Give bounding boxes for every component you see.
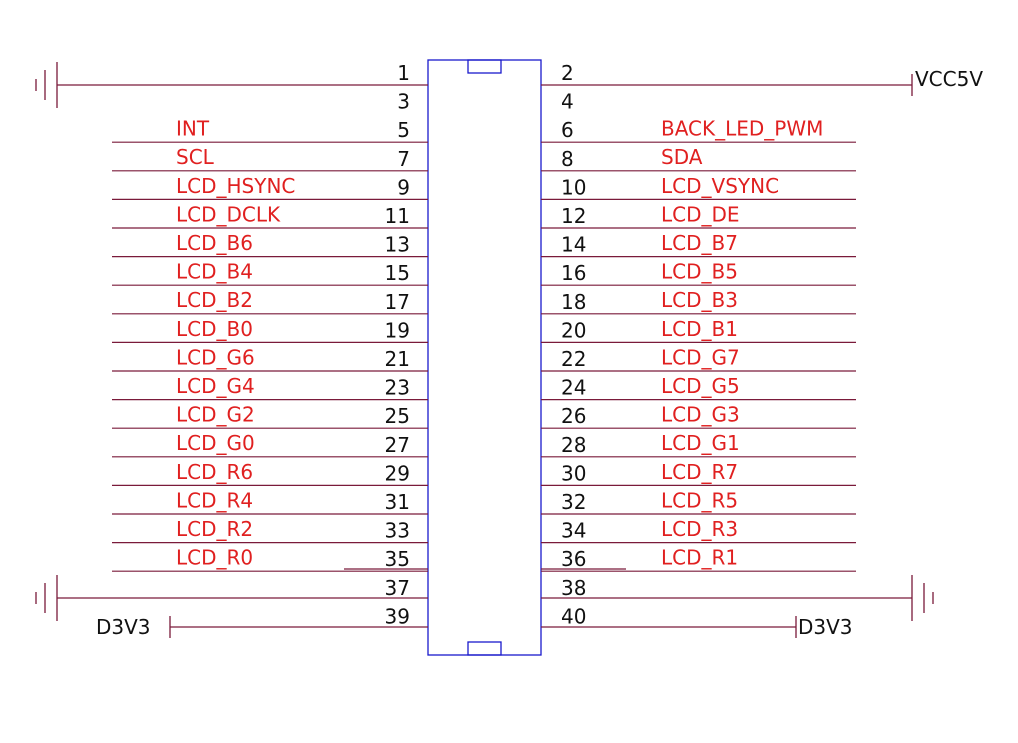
net-label-lcd-g5: LCD_G5 bbox=[661, 374, 740, 398]
net-label-lcd-g2: LCD_G2 bbox=[176, 403, 255, 427]
ground-icon bbox=[35, 62, 58, 108]
connector-bottom-notch bbox=[467, 641, 502, 656]
pin-number-18: 18 bbox=[561, 290, 586, 314]
net-label-lcd-r2: LCD_R2 bbox=[176, 517, 253, 541]
pin-number-3: 3 bbox=[397, 90, 410, 114]
net-label-int: INT bbox=[176, 117, 210, 141]
ground-icon bbox=[911, 575, 934, 621]
pin-number-37: 37 bbox=[385, 576, 410, 600]
net-label-lcd-dclk: LCD_DCLK bbox=[176, 202, 281, 226]
vcc5v-label: VCC5V bbox=[915, 67, 983, 91]
pin-number-20: 20 bbox=[561, 318, 586, 342]
net-label-lcd-g1: LCD_G1 bbox=[661, 431, 740, 455]
power-wiring bbox=[35, 62, 934, 638]
net-label-lcd-g0: LCD_G0 bbox=[176, 431, 255, 455]
net-label-lcd-r6: LCD_R6 bbox=[176, 460, 253, 484]
d3v3-right-label: D3V3 bbox=[798, 615, 853, 639]
net-label-back-led-pwm: BACK_LED_PWM bbox=[661, 117, 823, 141]
pin-number-22: 22 bbox=[561, 347, 586, 371]
net-label-sda: SDA bbox=[661, 145, 703, 169]
pin-number-24: 24 bbox=[561, 376, 586, 400]
pin-number-2: 2 bbox=[561, 61, 574, 85]
net-label-lcd-b4: LCD_B4 bbox=[176, 260, 253, 284]
net-label-lcd-b7: LCD_B7 bbox=[661, 231, 738, 255]
pin-number-15: 15 bbox=[385, 261, 410, 285]
ground-icon bbox=[35, 575, 58, 621]
d3v3-left-label: D3V3 bbox=[96, 615, 151, 639]
pin-number-40: 40 bbox=[561, 604, 586, 628]
net-label-lcd-vsync: LCD_VSYNC bbox=[661, 174, 779, 198]
pin-number-35: 35 bbox=[385, 547, 410, 571]
net-label-lcd-b1: LCD_B1 bbox=[661, 317, 738, 341]
net-label-scl: SCL bbox=[176, 145, 215, 169]
pin-number-29: 29 bbox=[385, 461, 410, 485]
connector-top-notch bbox=[467, 59, 502, 74]
pin-number-23: 23 bbox=[385, 376, 410, 400]
net-label-lcd-b5: LCD_B5 bbox=[661, 260, 738, 284]
net-label-lcd-b6: LCD_B6 bbox=[176, 231, 253, 255]
net-label-lcd-b2: LCD_B2 bbox=[176, 288, 253, 312]
pin-number-34: 34 bbox=[561, 519, 586, 543]
net-label-lcd-r4: LCD_R4 bbox=[176, 488, 253, 512]
net-label-lcd-g6: LCD_G6 bbox=[176, 345, 255, 369]
net-label-lcd-r1: LCD_R1 bbox=[661, 546, 738, 570]
connector-outline bbox=[427, 59, 542, 656]
pin-number-21: 21 bbox=[385, 347, 410, 371]
pin-number-30: 30 bbox=[561, 461, 586, 485]
pin-number-26: 26 bbox=[561, 404, 586, 428]
net-label-lcd-g3: LCD_G3 bbox=[661, 403, 740, 427]
net-label-lcd-b3: LCD_B3 bbox=[661, 288, 738, 312]
connector-body bbox=[427, 59, 542, 656]
pin-number-38: 38 bbox=[561, 576, 586, 600]
pin-number-7: 7 bbox=[397, 147, 410, 171]
pin-number-39: 39 bbox=[385, 604, 410, 628]
net-label-lcd-r5: LCD_R5 bbox=[661, 488, 738, 512]
net-label-lcd-g4: LCD_G4 bbox=[176, 374, 255, 398]
pin-number-25: 25 bbox=[385, 404, 410, 428]
net-label-lcd-r7: LCD_R7 bbox=[661, 460, 738, 484]
pin-number-5: 5 bbox=[397, 118, 410, 142]
pin-number-13: 13 bbox=[385, 233, 410, 257]
pin-number-36: 36 bbox=[561, 547, 586, 571]
pin-number-14: 14 bbox=[561, 233, 586, 257]
net-label-lcd-hsync: LCD_HSYNC bbox=[176, 174, 295, 198]
pin-number-16: 16 bbox=[561, 261, 586, 285]
pin-number-17: 17 bbox=[385, 290, 410, 314]
pin-number-28: 28 bbox=[561, 433, 586, 457]
pin-number-12: 12 bbox=[561, 204, 586, 228]
pin-number-33: 33 bbox=[385, 519, 410, 543]
net-label-lcd-r0: LCD_R0 bbox=[176, 546, 253, 570]
pin-number-6: 6 bbox=[561, 118, 574, 142]
pin-number-11: 11 bbox=[385, 204, 410, 228]
pin-number-27: 27 bbox=[385, 433, 410, 457]
net-label-lcd-r3: LCD_R3 bbox=[661, 517, 738, 541]
pin-number-19: 19 bbox=[385, 318, 410, 342]
pin-number-4: 4 bbox=[561, 90, 574, 114]
net-label-lcd-g7: LCD_G7 bbox=[661, 345, 740, 369]
pin-number-1: 1 bbox=[397, 61, 410, 85]
pin-number-8: 8 bbox=[561, 147, 574, 171]
net-label-lcd-b0: LCD_B0 bbox=[176, 317, 253, 341]
pin-number-10: 10 bbox=[561, 175, 586, 199]
net-label-lcd-de: LCD_DE bbox=[661, 202, 740, 226]
pin-number-9: 9 bbox=[397, 175, 410, 199]
pin-number-31: 31 bbox=[385, 490, 410, 514]
pin-number-32: 32 bbox=[561, 490, 586, 514]
